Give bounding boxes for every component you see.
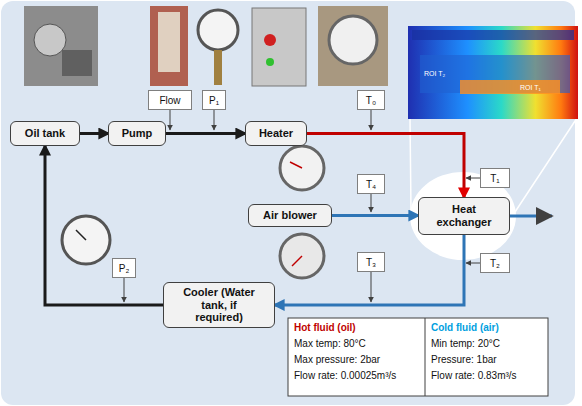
node-text: Air blower	[263, 209, 317, 222]
pump-photo-part	[34, 24, 66, 56]
table-cell: Max temp: 80°C	[294, 338, 366, 349]
gauge-stem	[214, 50, 222, 85]
thermometer-dial	[280, 146, 324, 190]
node-text: Oil tank	[25, 127, 65, 140]
roi-label: ROI T₂	[424, 70, 445, 77]
thermometer-photo	[318, 6, 388, 86]
sensor-leader	[170, 110, 171, 130]
sensor-leader	[124, 278, 125, 302]
sensor-box: T₁	[480, 168, 510, 188]
sensor-leader	[214, 110, 215, 130]
process-box: Heater	[245, 121, 307, 146]
pump-photo-part	[62, 50, 92, 76]
node-text: P₁	[209, 95, 219, 106]
flow-connector	[275, 235, 464, 305]
table-header: Hot fluid (oil)	[294, 322, 356, 333]
sensor-box: T₄	[357, 174, 385, 194]
node-text: P₂	[119, 263, 130, 274]
flowmeter-tube	[158, 12, 180, 72]
air-outlet-arrow	[510, 215, 552, 218]
sensor-box: P₁	[202, 90, 226, 110]
heater-switch	[264, 34, 276, 46]
flow-connector	[307, 134, 464, 198]
table-header: Cold fluid (air)	[431, 322, 499, 333]
flow-connector	[45, 146, 163, 305]
process-box: Pump	[108, 121, 166, 146]
pressure-gauge-dial	[62, 216, 110, 264]
sensor-box: T₂	[480, 253, 510, 273]
table-cell: Pressure: 1bar	[431, 354, 497, 365]
table-cell: Flow rate: 0.00025m³/s	[294, 370, 396, 381]
table-divider	[425, 318, 426, 396]
thermometer-dial	[280, 234, 324, 278]
flow-connector	[332, 214, 418, 217]
thermal-band	[412, 30, 574, 40]
node-text: T₃	[366, 257, 376, 268]
dial-needle	[292, 256, 302, 266]
sensor-box: Flow	[148, 90, 192, 110]
node-text: T₂	[490, 258, 500, 269]
dial-needle	[76, 230, 86, 240]
roi-label: ROI T₁	[520, 84, 541, 91]
thermal-image	[408, 26, 578, 119]
heater-control-photo	[252, 8, 306, 86]
sensor-box: T₀	[357, 90, 385, 110]
node-text: Flow	[159, 95, 180, 106]
sensor-box: P₂	[112, 258, 136, 278]
process-box: Cooler (Water tank, if required)	[163, 282, 275, 328]
node-text: T₄	[366, 179, 376, 190]
table-cell: Min temp: 20°C	[431, 338, 500, 349]
table-cell: Flow rate: 0.83m³/s	[431, 370, 517, 381]
node-text: T₁	[490, 173, 499, 184]
sensor-leader	[371, 110, 372, 130]
process-box: Air blower	[248, 204, 332, 227]
table-cell: Max pressure: 2bar	[294, 354, 380, 365]
sensor-leader	[466, 178, 480, 179]
heater-lamp	[266, 58, 274, 66]
flow-connector	[80, 132, 108, 135]
thermal-hotspot	[460, 80, 560, 94]
node-text: T₀	[366, 95, 376, 106]
node-text: Cooler (Water tank, if required)	[176, 286, 262, 324]
flowmeter-photo	[150, 6, 188, 86]
process-box: Heat exchanger	[418, 197, 510, 235]
pressure-gauge-photo	[198, 10, 238, 50]
pump-photo	[24, 6, 98, 86]
node-text: Heater	[259, 127, 293, 140]
spec-table	[288, 318, 548, 396]
thermometer-dial	[329, 16, 377, 64]
sensor-box: T₃	[357, 252, 385, 272]
sensor-leader	[371, 272, 372, 302]
process-box: Oil tank	[10, 121, 80, 146]
dial-needle	[290, 162, 302, 168]
sensor-leader	[371, 194, 372, 212]
flow-connector	[166, 132, 245, 135]
node-text: Pump	[122, 127, 153, 140]
node-text: Heat exchanger	[433, 203, 495, 228]
thermal-pipe	[420, 55, 570, 93]
sensor-leader	[466, 263, 480, 264]
